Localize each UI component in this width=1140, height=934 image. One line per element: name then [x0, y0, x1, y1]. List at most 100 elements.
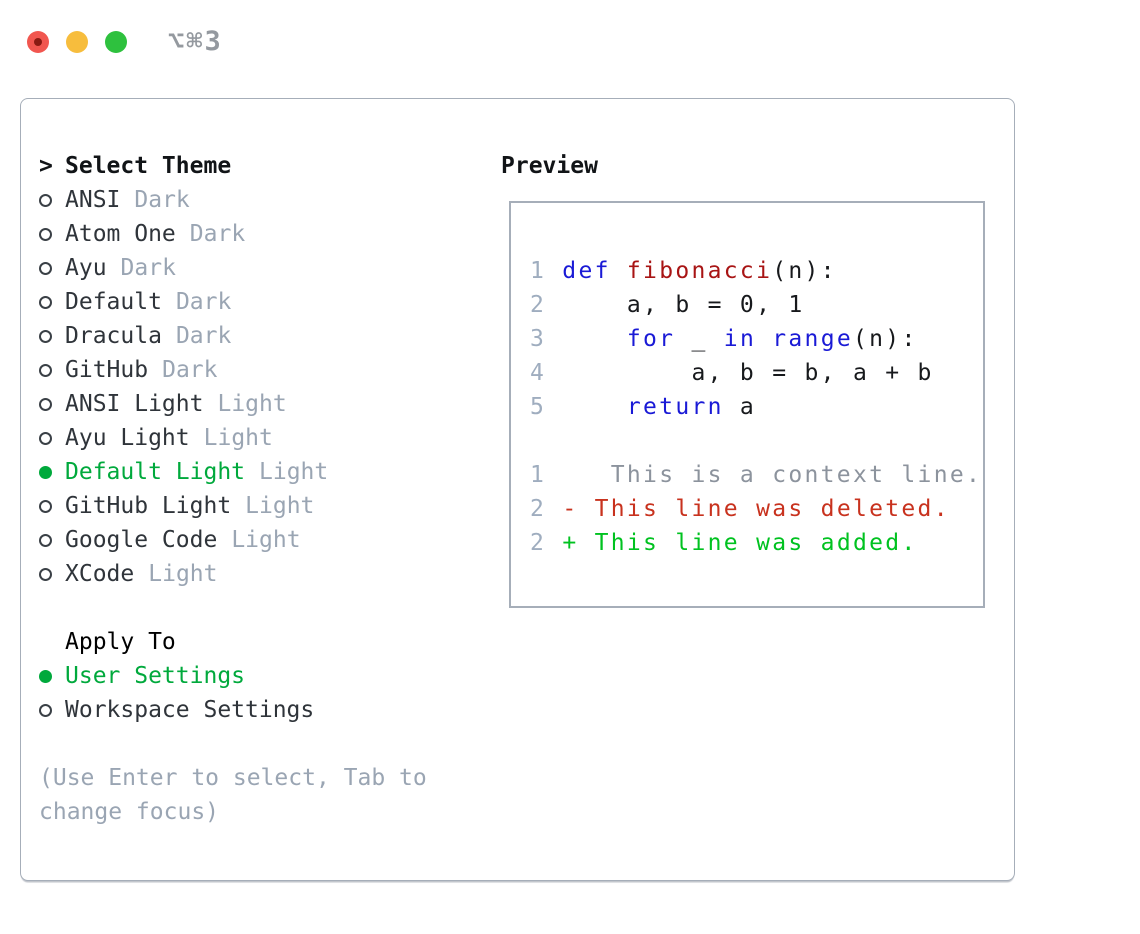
option-label: Ayu Light — [65, 425, 190, 451]
radio-icon — [39, 431, 52, 445]
radio-cell — [39, 533, 65, 547]
code-token-pl — [546, 496, 562, 522]
option-variant-label: Light — [203, 425, 273, 451]
code-token-kw: range — [772, 326, 853, 352]
code-token-ln: 3 — [530, 326, 563, 352]
code-token-add: + This line was added. — [562, 530, 918, 556]
radio-icon — [39, 703, 52, 717]
apply-to-title: Apply To — [65, 629, 176, 655]
titlebar: ⌥⌘3 — [27, 26, 223, 57]
code-token-ln: 2 — [530, 496, 547, 522]
code-token-ln: 1 — [530, 258, 563, 284]
code-line: 3 for _ in range(n): — [530, 322, 983, 356]
option-label: User Settings — [65, 663, 246, 689]
radio-icon — [39, 499, 52, 513]
code-token-pl — [562, 326, 627, 352]
theme-option-ayu-light[interactable]: Ayu Light Light — [39, 421, 427, 455]
code-token-ctx: This is a context line. — [610, 462, 983, 488]
option-variant-label: Dark — [162, 357, 218, 383]
radio-cell — [39, 465, 65, 479]
radio-cell — [39, 363, 65, 377]
code-token-kw: in — [723, 326, 757, 352]
code-line: 1 def fibonacci(n): — [530, 254, 983, 288]
zoom-button[interactable] — [105, 30, 127, 53]
code-token-pl — [546, 530, 562, 556]
code-line: 2 + This line was added. — [530, 526, 983, 560]
radio-icon — [39, 397, 52, 411]
radio-selected-icon — [39, 669, 52, 683]
radio-cell — [39, 431, 65, 445]
code-token-pl: (n): — [772, 258, 837, 284]
code-token-pl — [562, 394, 627, 420]
radio-icon — [39, 567, 52, 581]
theme-option-google-code[interactable]: Google Code Light — [39, 523, 427, 557]
help-line: (Use Enter to select, Tab to — [39, 765, 427, 791]
code-token-pl: (n): — [853, 326, 918, 352]
radio-cell — [39, 295, 65, 309]
option-variant-label: Dark — [189, 221, 246, 247]
theme-option-github[interactable]: GitHub Dark — [39, 353, 427, 387]
radio-icon — [39, 193, 52, 207]
code-line: 2 - This line was deleted. — [530, 492, 983, 526]
apply-option-workspace-settings[interactable]: Workspace Settings — [39, 693, 427, 727]
option-variant-label: Dark — [134, 187, 190, 213]
radio-icon — [39, 261, 52, 275]
theme-option-github-light[interactable]: GitHub Light Light — [39, 489, 427, 523]
code-line: 2 a, b = 0, 1 — [530, 288, 983, 322]
code-line: 1 This is a context line. — [530, 458, 983, 492]
minimize-button[interactable] — [66, 30, 88, 53]
radio-icon — [39, 533, 52, 547]
code-token-pl: a, b = b, a + b — [562, 360, 934, 386]
theme-option-ayu[interactable]: Ayu Dark — [39, 251, 427, 285]
option-label: Google Code — [65, 527, 218, 553]
code-token-ln: 1 — [530, 462, 547, 488]
option-label: GitHub Light — [65, 493, 232, 519]
preview-title: Preview — [501, 153, 598, 179]
option-variant-label: Light — [245, 493, 315, 519]
code-line: 4 a, b = b, a + b — [530, 356, 983, 390]
radio-cell — [39, 703, 65, 717]
code-token-fn: fibonacci — [626, 258, 773, 284]
code-token-pl — [756, 326, 772, 352]
apply-option-user-settings[interactable]: User Settings — [39, 659, 427, 693]
option-label: Dracula — [65, 323, 162, 349]
option-label: XCode — [65, 561, 135, 587]
option-variant-label: Light — [231, 527, 301, 553]
window-shortcut-label: ⌥⌘3 — [168, 26, 223, 57]
option-variant-label: Dark — [175, 289, 232, 315]
code-token-pl — [546, 462, 611, 488]
select-theme-header: > Select Theme — [39, 149, 427, 183]
apply-to-header: Apply To — [39, 625, 427, 659]
code-token-ln: 4 — [530, 360, 563, 386]
code-token-ln: 2 — [530, 530, 547, 556]
code-line — [530, 424, 983, 458]
option-variant-label: Dark — [120, 255, 176, 281]
close-button[interactable] — [27, 30, 49, 53]
code-token-ln: 2 — [530, 292, 563, 318]
radio-icon — [39, 329, 52, 343]
radio-cell — [39, 227, 65, 241]
code-token-pl: a, b = 0, 1 — [562, 292, 805, 318]
code-line: 5 return a — [530, 390, 983, 424]
select-theme-title: Select Theme — [65, 153, 232, 179]
radio-cell — [39, 261, 65, 275]
code-token-kw: def — [562, 258, 611, 284]
radio-cell — [39, 193, 65, 207]
option-label: Ayu — [65, 255, 107, 281]
focus-caret-icon: > — [39, 153, 53, 179]
radio-cell — [39, 397, 65, 411]
option-label: GitHub — [65, 357, 149, 383]
